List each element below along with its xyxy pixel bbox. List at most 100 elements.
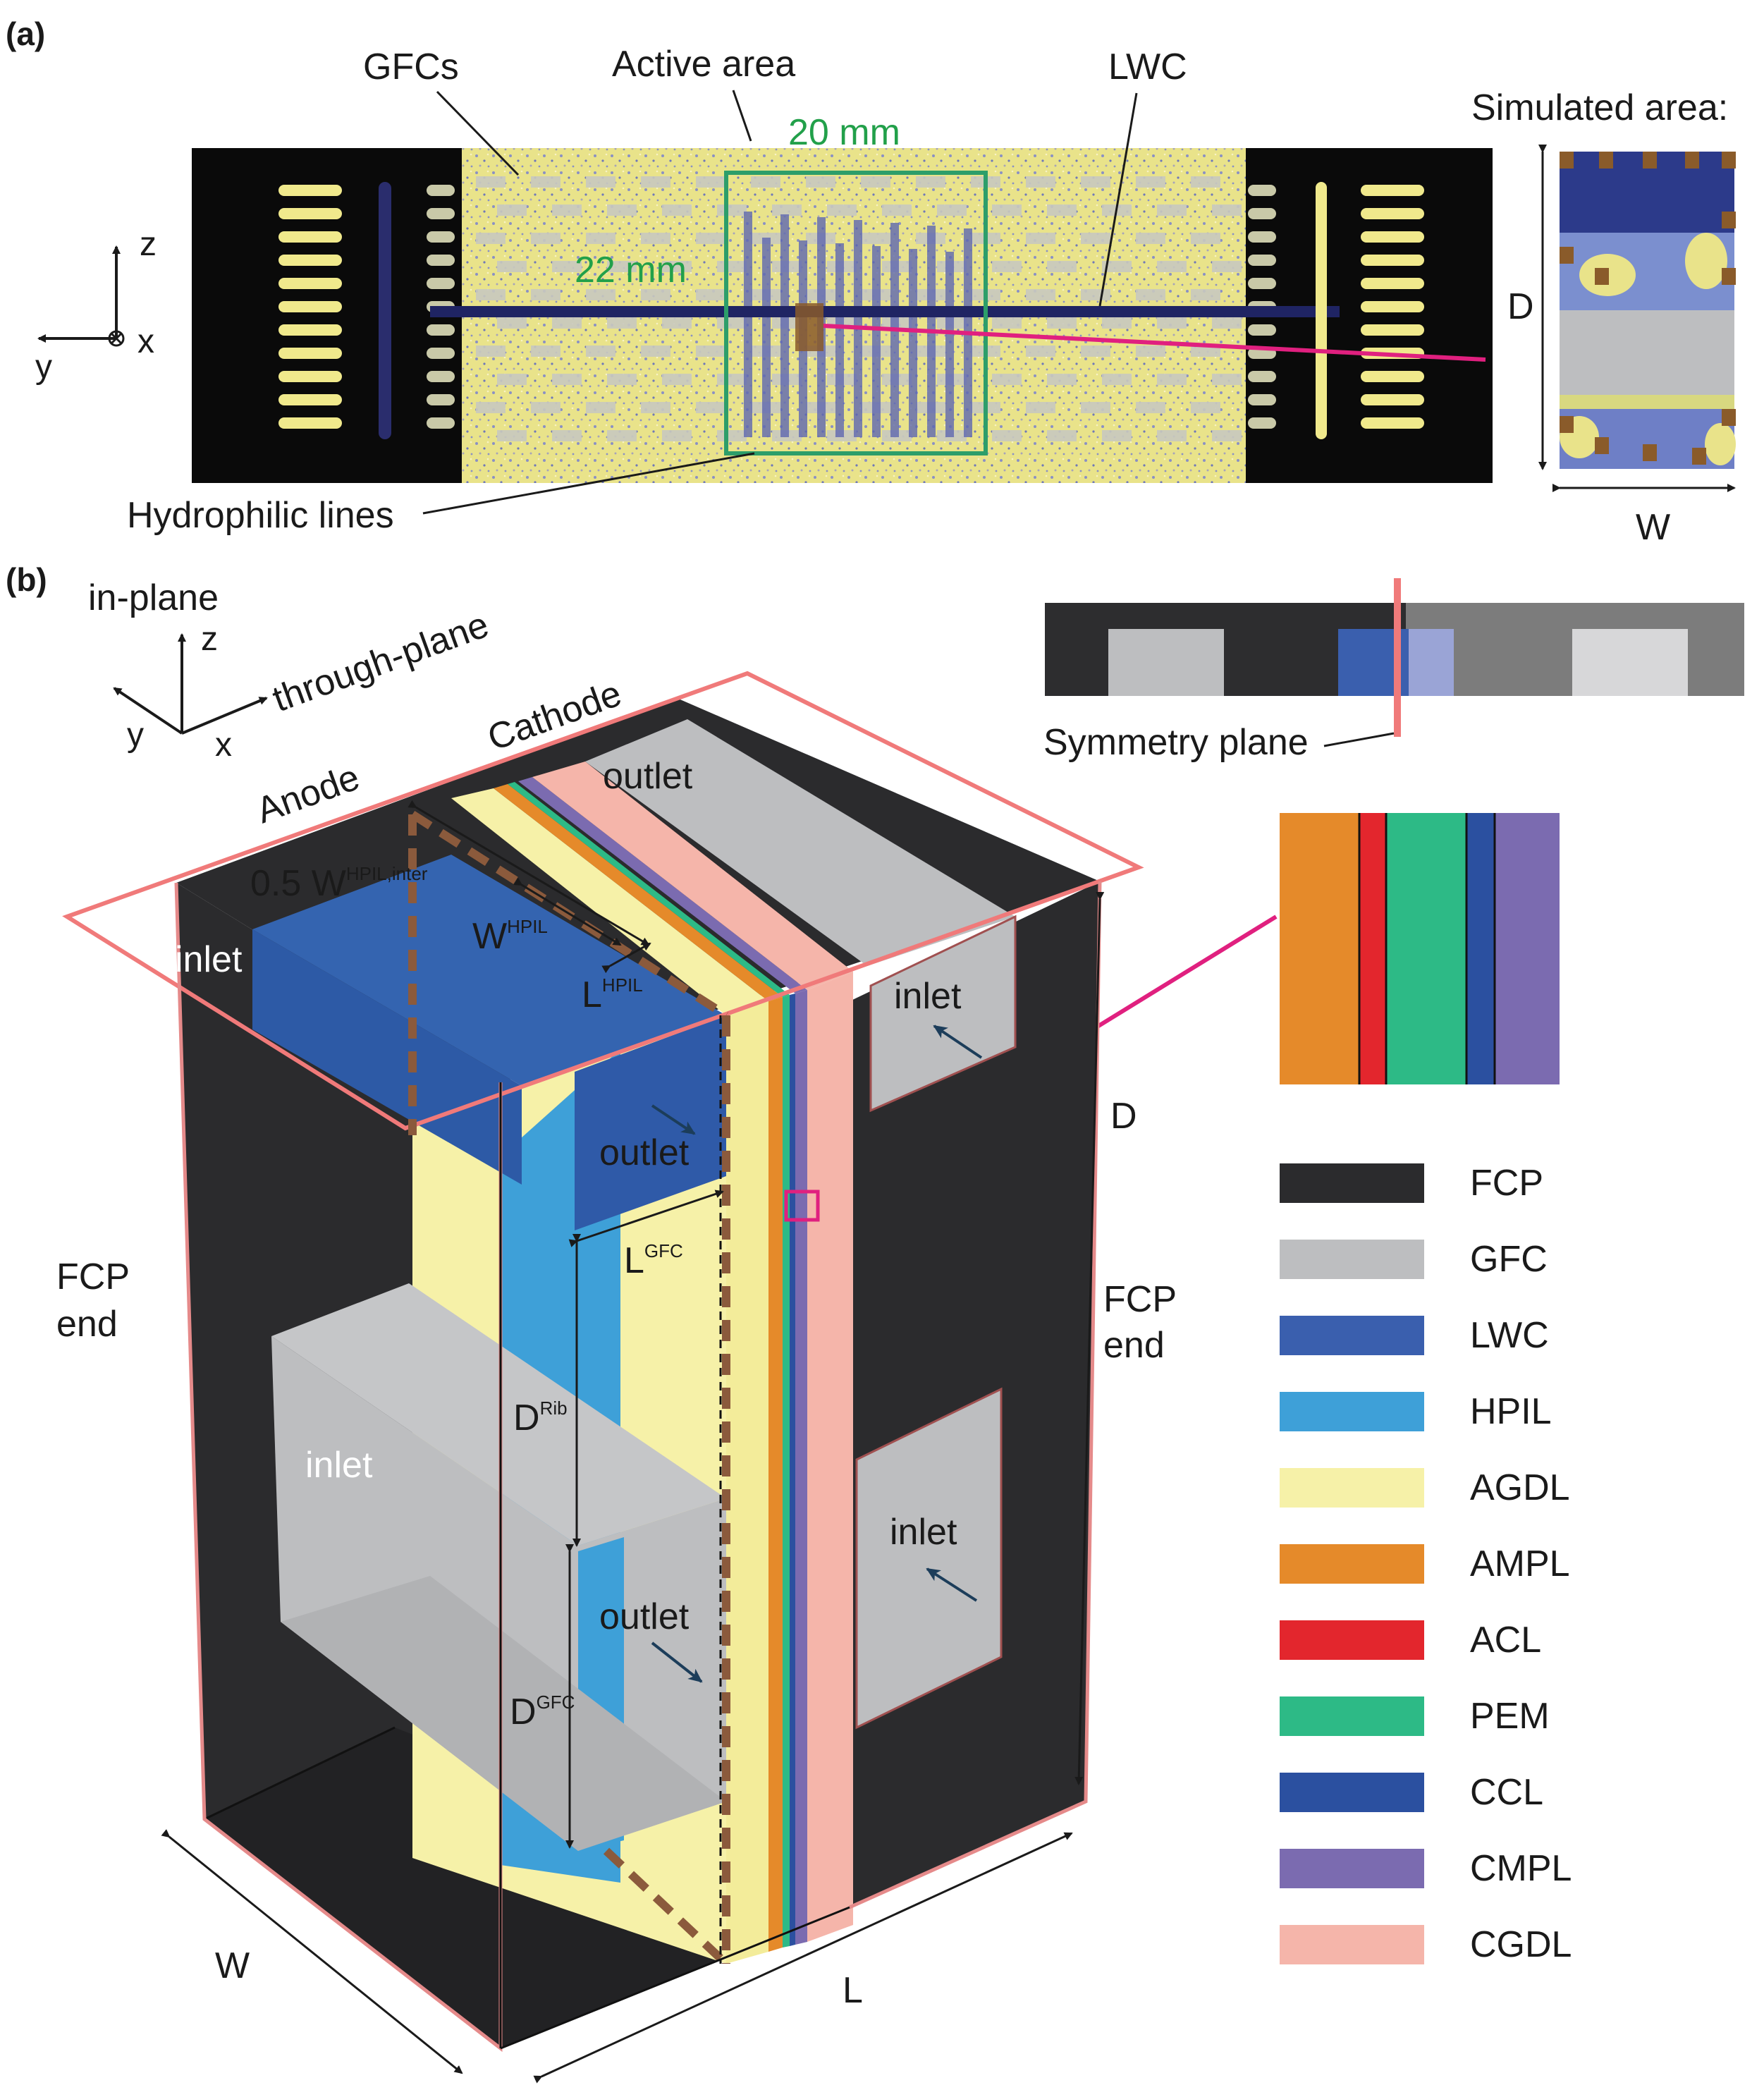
gfc-channel (531, 176, 561, 188)
gfc-channel (531, 233, 561, 244)
hydrophilic-line (872, 246, 881, 437)
gfc-channel (1026, 176, 1055, 188)
gfc-channel (1212, 374, 1242, 385)
slot (278, 208, 342, 219)
legend-swatch-lwc (1280, 1316, 1424, 1355)
slot (427, 348, 455, 359)
slot (427, 278, 455, 289)
slot (427, 255, 455, 266)
gfc-channel (1136, 233, 1165, 244)
gfc-channel (607, 261, 637, 272)
layer-agdl-face (726, 1001, 768, 1964)
axis-b-z: z (201, 620, 218, 658)
sim-mark (1599, 152, 1613, 169)
slot (1361, 301, 1424, 312)
sim-mark (1692, 448, 1706, 465)
label-dim-W: W (215, 1945, 250, 1986)
simulated-area-marker (795, 303, 823, 351)
label-outlet-upper: outlet (599, 1132, 690, 1173)
gfc-channel (1157, 374, 1187, 385)
label-gfcs: GFCs (363, 47, 459, 87)
label-lwc: LWC (1108, 47, 1187, 87)
sim-mark (1560, 247, 1574, 264)
sim-mark (1643, 152, 1657, 169)
axis-b-in-plane: in-plane (88, 577, 219, 618)
leader-symmetry-plane (1323, 732, 1395, 747)
inlet-right-upper (869, 915, 1017, 1113)
gfc-channel (662, 204, 692, 216)
sim-gfc-marks (1560, 152, 1736, 465)
cathode-gfc-top (585, 719, 1015, 966)
w-hpil-inter-sup: HPIL,inter (346, 863, 428, 884)
label-height-22mm: 22 mm (575, 250, 687, 291)
gfc-channel (1026, 289, 1055, 300)
hydrophilic-line (762, 238, 771, 437)
slot (427, 208, 455, 219)
slot (278, 371, 342, 382)
gfc-channel (586, 289, 615, 300)
gfc-channel (497, 374, 527, 385)
w-hpil-base: W (472, 916, 507, 957)
label-fcp-end-left-1: FCP (56, 1256, 130, 1297)
label-hydrophilic-lines: Hydrophilic lines (127, 495, 394, 536)
symmetry-plane-line (1394, 578, 1401, 737)
gfc-channel (1212, 261, 1242, 272)
gfc-channel (1212, 204, 1242, 216)
slot (278, 255, 342, 266)
label-symmetry-plane: Symmetry plane (1043, 722, 1309, 763)
gfc-channel (476, 346, 506, 357)
slot (278, 417, 342, 429)
label-simulated-area: Simulated area: (1471, 87, 1728, 128)
axis-b-y: y (127, 716, 144, 754)
hydrophilic-line (835, 243, 844, 437)
slot (1361, 324, 1424, 336)
gfc-channel (607, 374, 637, 385)
leader-hydrophilic-lines (422, 452, 755, 515)
legend-label-cgdl: CGDL (1470, 1924, 1572, 1965)
slot (1248, 371, 1276, 382)
layer-cgdl (807, 972, 853, 1942)
gfc-channel (937, 204, 967, 216)
legend-label-pem: PEM (1470, 1696, 1550, 1737)
gfc-channel (1191, 233, 1220, 244)
legend-swatch-gfc (1280, 1240, 1424, 1279)
slot (427, 417, 455, 429)
gfc-channel (476, 402, 506, 413)
gfc-channel (552, 430, 582, 441)
slot (427, 231, 455, 243)
gfc-inlet-bottom (281, 1576, 726, 1851)
legend-label-fcp: FCP (1470, 1163, 1543, 1204)
slot (1361, 255, 1424, 266)
gfc-channel (717, 204, 747, 216)
gfc-channel (1157, 204, 1187, 216)
legend-label-cmpl: CMPL (1470, 1848, 1572, 1889)
gfc-channel (717, 317, 747, 329)
legend-swatch-acl (1280, 1620, 1424, 1660)
gfc-channel (992, 204, 1022, 216)
slot (1248, 417, 1276, 429)
gfc-channel (696, 289, 725, 300)
gfc-channel (1212, 317, 1242, 329)
hydrophilic-line (744, 212, 752, 437)
sim-mark (1560, 152, 1574, 169)
gfc-channel (497, 261, 527, 272)
outlet-upper (575, 1015, 726, 1230)
slot (1248, 394, 1276, 405)
gfc-channel (1136, 176, 1165, 188)
dim-l-hpil: LHPIL (582, 974, 643, 1015)
gfc-channel (476, 233, 506, 244)
gfc-channel (586, 346, 615, 357)
left-vertical-channel (379, 182, 391, 439)
flow-arrows (651, 1025, 983, 1683)
layer-zoom-inset (1280, 813, 1560, 1084)
gfc-channel (497, 204, 527, 216)
axis-b-x: x (215, 726, 232, 764)
label-dim-L: L (843, 1970, 863, 2011)
label-inlet-top-left: inlet (175, 939, 243, 980)
gfc-channel (1136, 289, 1165, 300)
gfc-channel (1157, 261, 1187, 272)
sim-mark (1722, 409, 1736, 426)
panel-a-tag: (a) (6, 16, 45, 52)
sim-mark (1560, 416, 1574, 433)
gfc-channel (641, 402, 670, 413)
